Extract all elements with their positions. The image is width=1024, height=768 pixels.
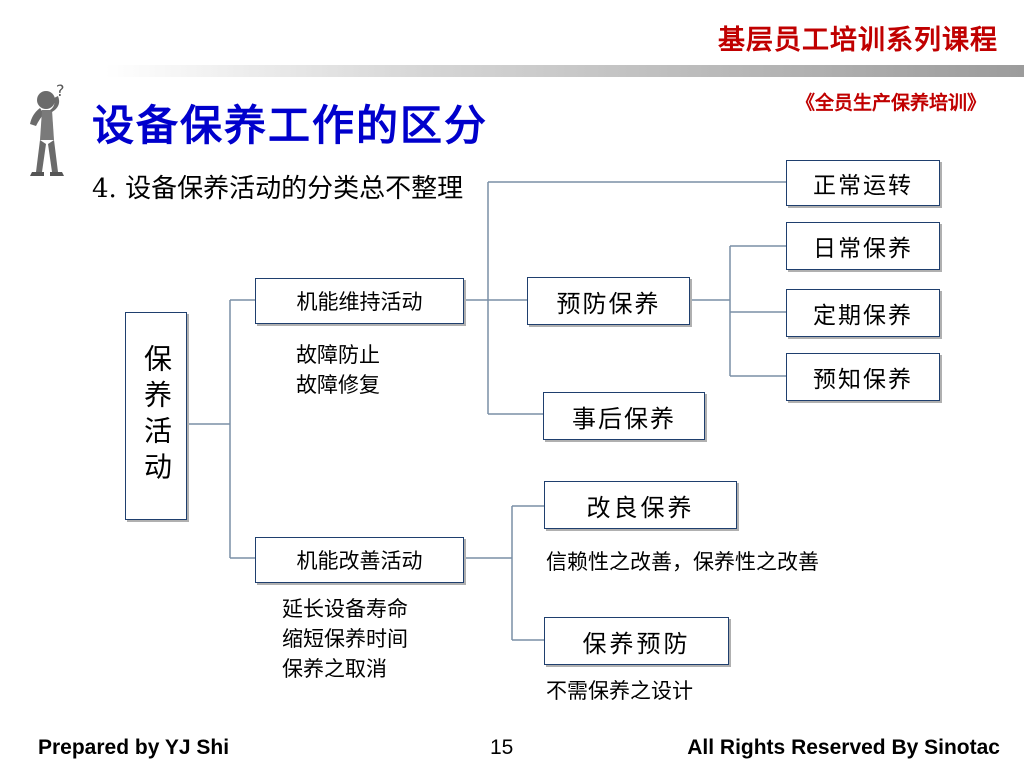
node-maintenance-prevention: 保养预防 bbox=[544, 617, 729, 665]
note-maintenance-free-design: 不需保养之设计 bbox=[546, 679, 693, 703]
thinking-person-icon: ? bbox=[30, 81, 65, 176]
footer-rights: All Rights Reserved By Sinotac bbox=[687, 736, 1000, 759]
svg-text:?: ? bbox=[56, 81, 65, 100]
node-periodic-maintenance: 定期保养 bbox=[786, 289, 940, 337]
note-failure-prevention: 故障防止 bbox=[296, 343, 380, 367]
node-breakdown-maintenance: 事后保养 bbox=[543, 392, 705, 440]
node-function-maintain: 机能维持活动 bbox=[255, 278, 464, 324]
node-predictive-maintenance: 预知保养 bbox=[786, 353, 940, 401]
note-extend-life: 延长设备寿命 bbox=[282, 597, 408, 621]
node-normal-operation: 正常运转 bbox=[786, 160, 940, 206]
series-title: 基层员工培训系列课程 bbox=[718, 25, 998, 56]
page-title: 设备保养工作的区分 bbox=[92, 101, 489, 150]
node-daily-maintenance: 日常保养 bbox=[786, 222, 940, 270]
note-eliminate-maintenance: 保养之取消 bbox=[282, 657, 387, 681]
note-reliability-maintainability: 信赖性之改善，保养性之改善 bbox=[546, 550, 819, 574]
improve-notes: 延长设备寿命 缩短保养时间 保养之取消 bbox=[282, 594, 408, 684]
header-divider bbox=[105, 65, 1024, 77]
node-preventive-maintenance: 预防保养 bbox=[527, 277, 690, 325]
section-title: 4. 设备保养活动的分类总不整理 bbox=[92, 174, 464, 204]
maintain-notes: 故障防止 故障修复 bbox=[296, 340, 380, 400]
note-failure-repair: 故障修复 bbox=[296, 373, 380, 397]
footer-prepared-by: Prepared by YJ Shi bbox=[38, 736, 230, 759]
course-subtitle: 《全员生产保养培训》 bbox=[795, 92, 986, 114]
note-shorten-time: 缩短保养时间 bbox=[282, 627, 408, 651]
page-number: 15 bbox=[490, 736, 514, 759]
root-node-maintenance-activities: 保养活动 bbox=[125, 312, 187, 520]
node-function-improve: 机能改善活动 bbox=[255, 537, 464, 583]
node-corrective-maintenance: 改良保养 bbox=[544, 481, 737, 529]
